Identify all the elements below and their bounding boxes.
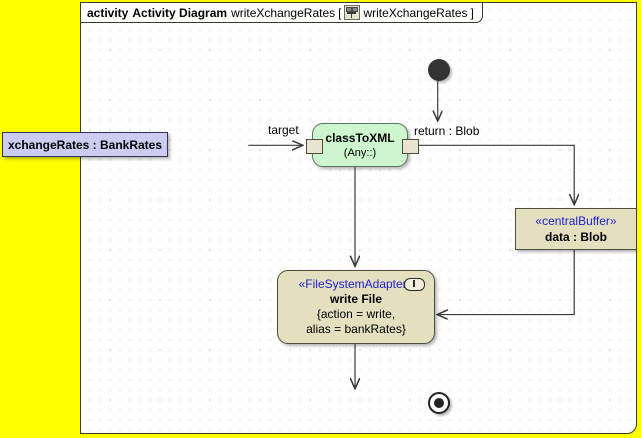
frame-bracket-close: ] <box>470 5 474 20</box>
action-write-file[interactable]: «FileSystemAdapter» write File {action =… <box>277 270 435 344</box>
central-buffer-node[interactable]: «centralBuffer» data : Blob <box>515 208 636 250</box>
activity-node-icon <box>344 5 361 20</box>
frame-bracket-open: [ <box>338 5 342 20</box>
pin-badge-icon <box>404 278 425 291</box>
write-file-stereotype: «FileSystemAdapter» <box>298 277 414 291</box>
diagram-frame-header[interactable]: activity Activity Diagram writeXchangeRa… <box>81 3 483 23</box>
frame-name: writeXchangeRates <box>231 5 336 20</box>
write-file-property-line-1: {action = write, <box>316 307 396 321</box>
action-title: classToXML <box>325 131 395 145</box>
action-class-to-xml[interactable]: classToXML (Any::) <box>312 123 408 167</box>
frame-keyword: activity <box>87 5 129 20</box>
write-file-title: write File <box>329 292 382 306</box>
object-node-bankrates[interactable]: xchangeRates : BankRates <box>2 132 168 157</box>
output-pin-return[interactable] <box>402 139 419 154</box>
activity-final-node[interactable] <box>428 392 450 414</box>
initial-node[interactable] <box>428 59 450 81</box>
input-pin-target[interactable] <box>306 139 323 154</box>
central-buffer-label: data : Blob <box>545 230 607 244</box>
diagram-canvas[interactable]: classToXML (Any::) target return : Blob … <box>81 3 636 433</box>
central-buffer-stereotype: «centralBuffer» <box>535 214 617 228</box>
action-subtitle: (Any::) <box>343 147 377 159</box>
pin-label-return: return : Blob <box>414 124 480 138</box>
pin-label-target: target <box>268 123 299 137</box>
frame-qualified-name: writeXchangeRates <box>363 5 468 20</box>
write-file-property-line-2: alias = bankRates} <box>306 322 406 336</box>
frame-diagram-type: Activity Diagram <box>132 5 228 20</box>
activity-diagram-frame[interactable]: activity Activity Diagram writeXchangeRa… <box>80 2 637 434</box>
